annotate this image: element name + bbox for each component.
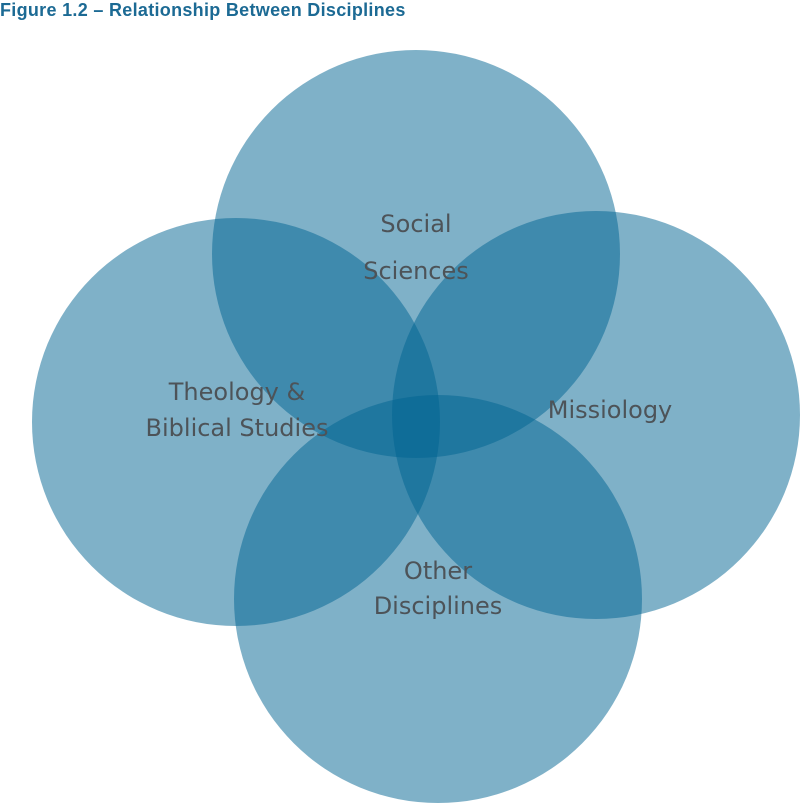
label-theology-2: Biblical Studies <box>146 414 329 442</box>
figure-title: Figure 1.2 – Relationship Between Discip… <box>0 0 406 21</box>
title-separator: – <box>93 0 104 20</box>
label-other-disciplines-2: Disciplines <box>374 592 503 620</box>
label-missiology: Missiology <box>548 396 673 424</box>
label-social-sciences-2: Sciences <box>363 257 469 285</box>
title-text: Relationship Between Disciplines <box>108 0 406 20</box>
label-social-sciences-1: Social <box>380 210 451 238</box>
circle-other-disciplines <box>234 395 642 803</box>
label-theology-1: Theology & <box>168 378 305 406</box>
figure-number: Figure 1.2 <box>0 0 89 20</box>
label-other-disciplines-1: Other <box>404 557 472 585</box>
